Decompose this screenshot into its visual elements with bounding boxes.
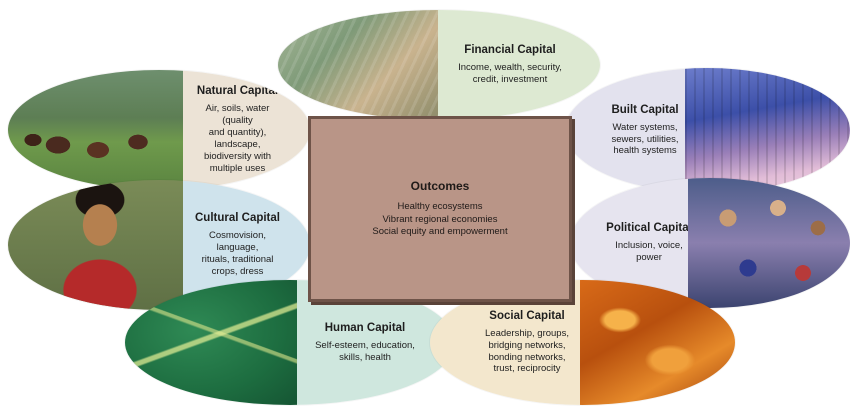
orange-abstract-photo [580, 280, 735, 405]
cultural-capital-line: rituals, traditional [201, 254, 274, 265]
cultural-capital-line: Cosmovision, language, [208, 230, 267, 254]
natural-capital-ellipse: Natural Capital Air, soils, water (quali… [8, 70, 310, 190]
chalkboard-math-photo [125, 280, 297, 405]
outcomes-line: Social equity and empowerment [372, 226, 508, 238]
cattle-pasture-photo [8, 70, 183, 190]
political-capital-line: Inclusion, voice, [615, 240, 683, 252]
financial-capital-line: credit, investment [472, 74, 548, 85]
social-capital-line: Leadership, groups, [485, 327, 569, 339]
built-capital-title: Built Capital [611, 103, 679, 116]
human-capital-line: skills, health [339, 351, 391, 363]
natural-capital-line: Air, soils, water (quality [205, 103, 270, 127]
built-capital-ellipse: Built Capital Water systems, sewers, uti… [565, 68, 850, 193]
human-capital-title: Human Capital [324, 321, 406, 334]
financial-capital-description: Income, wealth, security, credit, invest… [458, 62, 562, 86]
built-capital-description: Water systems, sewers, utilities, health… [611, 122, 678, 158]
natural-capital-line: and quantity), landscape, [208, 127, 267, 150]
built-capital-line: sewers, utilities, [611, 133, 679, 145]
political-capital-description: Inclusion, voice, power [615, 240, 683, 264]
laptop-photo [685, 68, 850, 193]
cultural-capital-line: crops, dress [211, 265, 264, 277]
social-capital-line: trust, reciprocity [493, 363, 561, 375]
human-capital-description: Self-esteem, education, skills, health [315, 340, 415, 364]
cultural-capital-title: Cultural Capital [195, 212, 280, 225]
human-capital-line: Self-esteem, education, [315, 339, 415, 351]
natural-capital-title: Natural Capital [196, 85, 279, 98]
social-capital-description: Leadership, groups, bridging networks, b… [485, 328, 569, 376]
financial-capital-title: Financial Capital [464, 44, 556, 57]
natural-capital-description: Air, soils, water (quality and quantity)… [189, 103, 286, 174]
currency-banknotes-photo [278, 10, 438, 120]
outcomes-line: Vibrant regional economies [382, 213, 498, 225]
social-capital-line: bonding networks, [488, 351, 566, 363]
natural-capital-line: biodiversity with [203, 150, 272, 162]
financial-capital-text: Financial Capital Income, wealth, securi… [438, 10, 600, 120]
cultural-capital-description: Cosmovision, language, rituals, traditio… [189, 230, 286, 278]
financial-capital-line: Income, wealth, security, [458, 62, 562, 74]
natural-capital-line: multiple uses [209, 162, 266, 174]
political-capital-title: Political Capital [606, 222, 692, 235]
built-capital-line: health systems [613, 145, 677, 157]
built-capital-line: Water systems, [612, 121, 678, 133]
outcomes-line: Healthy ecosystems [397, 201, 483, 213]
political-capital-line: power [636, 252, 662, 263]
social-capital-title: Social Capital [489, 309, 565, 322]
social-capital-line: bridging networks, [488, 339, 566, 351]
outcomes-box: Outcomes Healthy ecosystems Vibrant regi… [308, 116, 572, 302]
outcomes-title: Outcomes [410, 179, 470, 194]
financial-capital-ellipse: Financial Capital Income, wealth, securi… [278, 10, 600, 120]
